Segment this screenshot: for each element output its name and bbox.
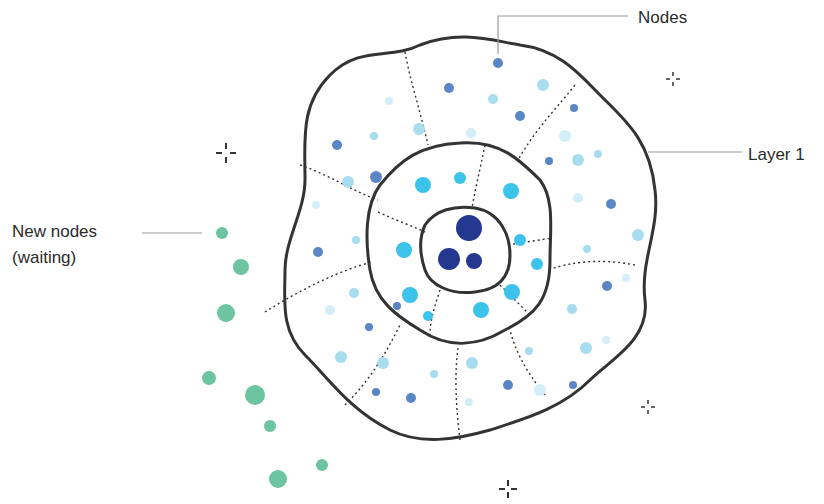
outer-pale-nodes <box>312 97 630 406</box>
callout-label: New nodes (waiting) <box>12 219 140 271</box>
sparkles <box>216 72 680 498</box>
outer-light-nodes <box>335 79 644 378</box>
leader-lines <box>142 16 742 233</box>
callout-label: Layer 1 <box>748 142 820 168</box>
partition-lines <box>265 52 635 440</box>
callout-label: Nodes <box>638 5 758 31</box>
core-nodes <box>438 215 482 270</box>
layer-outlines <box>285 37 656 439</box>
middle-nodes <box>396 172 543 321</box>
outer-dark-nodes <box>313 58 616 403</box>
waiting-nodes <box>202 227 328 488</box>
